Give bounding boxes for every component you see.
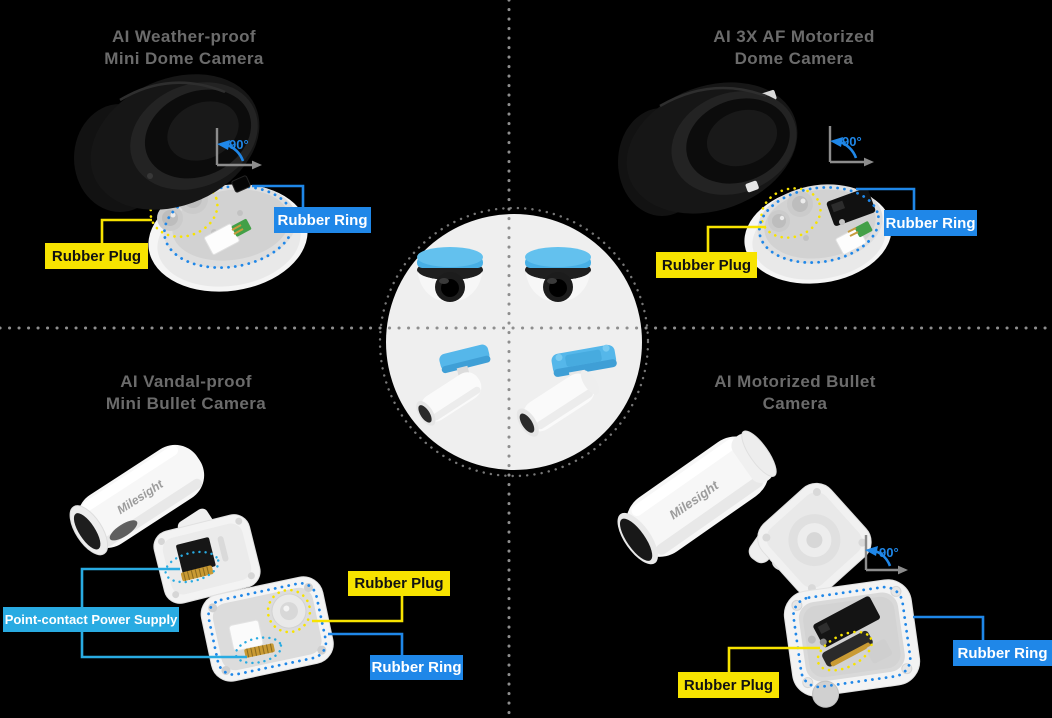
title-line: Camera xyxy=(762,394,828,413)
angle-annotation-br xyxy=(864,535,908,575)
title-line: Mini Dome Camera xyxy=(104,49,264,68)
angle-annotation-tr xyxy=(828,126,874,167)
label-rubber-ring-bl: Rubber Ring xyxy=(370,655,463,680)
power-contact-highlight-top xyxy=(164,550,220,584)
connector-rubber-plug-tr xyxy=(706,225,766,253)
connector-rubber-ring-bl xyxy=(328,632,404,656)
title-line: Mini Bullet Camera xyxy=(105,394,267,413)
product-motorized-bullet-thumbnail xyxy=(516,344,617,437)
title-line: AI Weather-proof xyxy=(112,27,256,46)
rubber-plug-highlight-tr xyxy=(760,187,822,239)
title-line: AI Motorized Bullet xyxy=(714,372,876,391)
label-rubber-plug-tr: Rubber Plug xyxy=(656,252,757,278)
label-rubber-plug-bl: Rubber Plug xyxy=(348,571,450,596)
label-power-supply-bl: Point-contact Power Supply xyxy=(3,607,179,632)
connector-rubber-ring-tr xyxy=(856,187,916,211)
title-mini-bullet: AI Vandal-proof Mini Bullet Camera xyxy=(60,371,312,415)
product-mini-bullet-thumbnail xyxy=(416,344,491,426)
rubber-ring-highlight-br xyxy=(792,585,912,689)
title-line: AI Vandal-proof xyxy=(120,372,252,391)
connector-rubber-plug-tl xyxy=(100,218,152,244)
title-motorized-bullet: AI Motorized Bullet Camera xyxy=(669,371,921,415)
rubber-ring-highlight-bl xyxy=(207,581,328,677)
angle-annotation-tl xyxy=(215,128,262,170)
label-rubber-ring-tl: Rubber Ring xyxy=(274,207,371,233)
label-rubber-plug-br: Rubber Plug xyxy=(678,672,779,698)
rubber-plug-highlight-bl xyxy=(266,588,312,634)
label-rubber-ring-br: Rubber Ring xyxy=(953,640,1052,666)
label-rubber-ring-tr: Rubber Ring xyxy=(884,210,977,236)
angle-value-tl: 90° xyxy=(229,137,249,152)
title-line: AI 3X AF Motorized xyxy=(713,27,875,46)
product-af-dome-thumbnail xyxy=(525,247,591,302)
motorized-bullet-illustration: Milesight xyxy=(617,430,921,708)
product-mini-dome-thumbnail xyxy=(417,247,483,302)
connector-rubber-ring-br xyxy=(913,615,985,641)
title-line: Dome Camera xyxy=(734,49,854,68)
connector-rubber-plug-br xyxy=(727,646,820,673)
title-af-dome: AI 3X AF Motorized Dome Camera xyxy=(668,26,920,70)
mini-bullet-illustration: Milesight xyxy=(69,444,334,682)
power-contact-highlight-bottom xyxy=(234,636,283,665)
title-weatherproof-dome: AI Weather-proof Mini Dome Camera xyxy=(58,26,310,70)
angle-value-br: 90° xyxy=(879,545,899,560)
connector-rubber-ring-tl xyxy=(252,184,305,208)
weatherproof-dome-illustration xyxy=(74,74,308,292)
af-dome-illustration xyxy=(618,82,892,284)
rubber-plug-highlight-br xyxy=(816,630,874,672)
center-circle-dotted-ring xyxy=(378,206,650,478)
label-rubber-plug-tl: Rubber Plug xyxy=(45,243,148,269)
rubber-ring-highlight-tr xyxy=(757,186,881,264)
angle-value-tr: 90° xyxy=(842,134,862,149)
connector-rubber-plug-bl xyxy=(312,595,404,623)
